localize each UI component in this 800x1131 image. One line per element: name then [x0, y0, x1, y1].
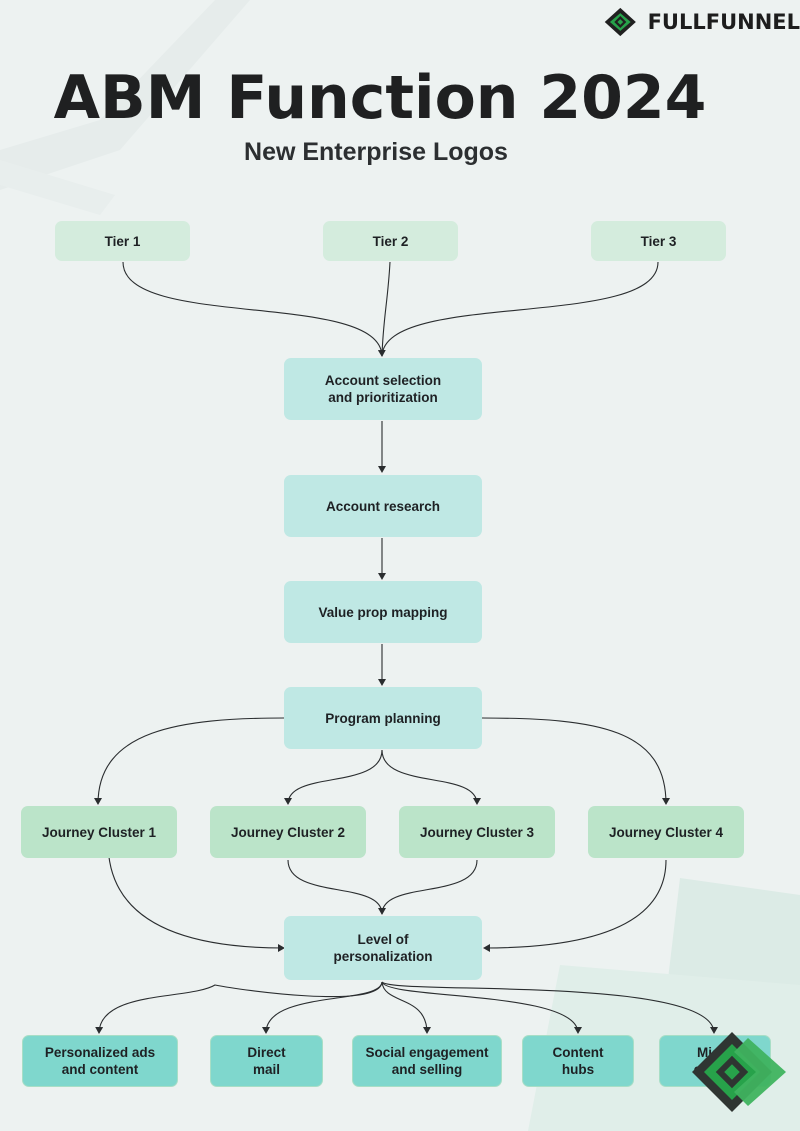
node-content-hubs-label: Content hubs — [552, 1045, 604, 1077]
edge-cluster2-to-personalization — [287, 859, 386, 915]
node-personalized-ads: Personalized ads and content — [22, 1035, 178, 1087]
edge-personalization-to-mail — [262, 981, 383, 1034]
edge-cluster3-to-personalization — [381, 859, 478, 915]
node-journey-cluster-3: Journey Cluster 3 — [399, 806, 555, 858]
node-journey-cluster-2: Journey Cluster 2 — [210, 806, 366, 858]
edge-cluster1-to-personalization — [107, 841, 285, 952]
node-social-engagement-label: Social engagement and selling — [365, 1045, 489, 1077]
fullfunnel-watermark-icon — [692, 1032, 786, 1112]
edge-cluster4-to-personalization — [483, 859, 667, 952]
edge-planning-to-cluster2 — [284, 749, 383, 805]
node-account-selection: Account selection and prioritization — [284, 358, 482, 420]
brand-name: FULLFUNNEL — [647, 10, 800, 34]
node-value-prop-mapping: Value prop mapping — [284, 581, 482, 643]
node-tier-2: Tier 2 — [323, 221, 458, 261]
edge-tier3-to-selection — [381, 261, 659, 357]
node-tier-1: Tier 1 — [55, 221, 190, 261]
edge-tier2-to-selection — [381, 261, 391, 357]
edge-planning-to-cluster4 — [481, 717, 670, 805]
edge-personalization-to-hubs — [381, 981, 582, 1034]
node-personalized-ads-label: Personalized ads and content — [44, 1045, 156, 1077]
edge-personalization-to-events — [381, 981, 718, 1034]
fullfunnel-logo-icon — [604, 7, 636, 37]
edge-personalization-to-ads — [95, 981, 383, 1034]
node-journey-cluster-1: Journey Cluster 1 — [21, 806, 177, 858]
node-account-research: Account research — [284, 475, 482, 537]
brand-header: FULLFUNNEL — [604, 2, 800, 42]
node-direct-mail-label: Direct mail — [247, 1045, 286, 1077]
edge-personalization-to-social — [381, 981, 431, 1034]
node-level-of-personalization: Level of personalization — [284, 916, 482, 980]
node-journey-cluster-4: Journey Cluster 4 — [588, 806, 744, 858]
node-direct-mail: Direct mail — [210, 1035, 323, 1087]
page-subtitle: New Enterprise Logos — [244, 138, 508, 166]
node-account-selection-label: Account selection and prioritization — [324, 373, 442, 405]
edge-tier1-to-selection — [122, 261, 386, 357]
node-social-engagement: Social engagement and selling — [352, 1035, 502, 1087]
node-program-planning: Program planning — [284, 687, 482, 749]
page-title: ABM Function 2024 — [53, 63, 707, 133]
edge-planning-to-cluster1 — [94, 717, 285, 805]
node-content-hubs: Content hubs — [522, 1035, 634, 1087]
node-level-of-personalization-label: Level of personalization — [333, 932, 433, 964]
edge-planning-to-cluster3 — [381, 749, 481, 805]
node-tier-3: Tier 3 — [591, 221, 726, 261]
